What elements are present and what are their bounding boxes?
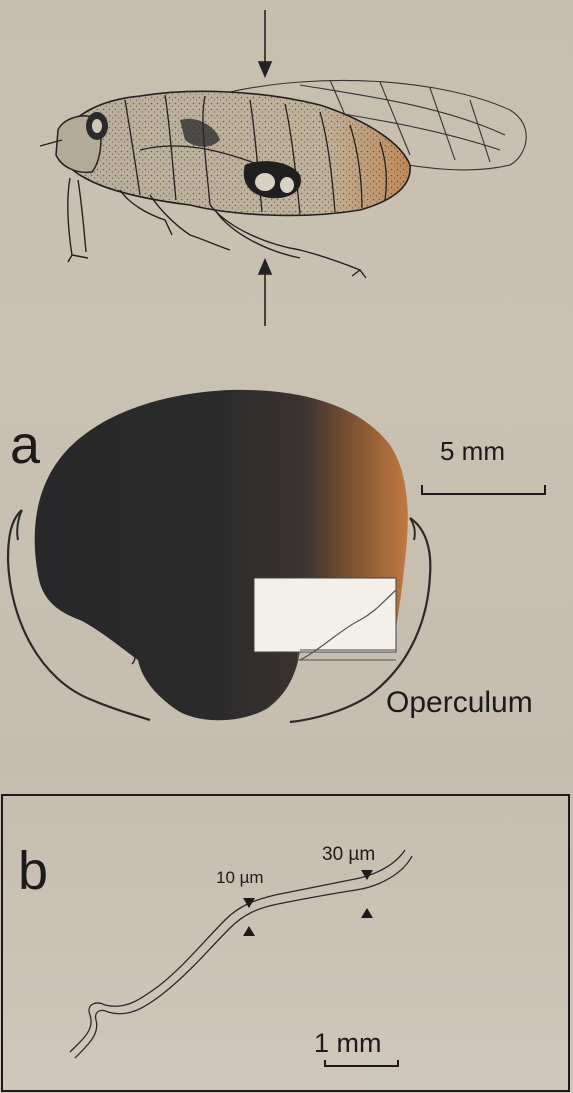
panel-a-letter: a (10, 418, 40, 472)
thickness-label-10um: 10 µm (216, 869, 264, 886)
scale-bar-b-label: 1 mm (314, 1030, 382, 1057)
panel-b-letter: b (18, 844, 48, 898)
panel-b-frame (2, 795, 569, 1091)
scale-bar-a-label: 5 mm (440, 438, 505, 464)
scale-bar-b (325, 1060, 398, 1066)
thickness-label-30um: 30 µm (322, 845, 375, 864)
operculum-label: Operculum (386, 688, 533, 718)
